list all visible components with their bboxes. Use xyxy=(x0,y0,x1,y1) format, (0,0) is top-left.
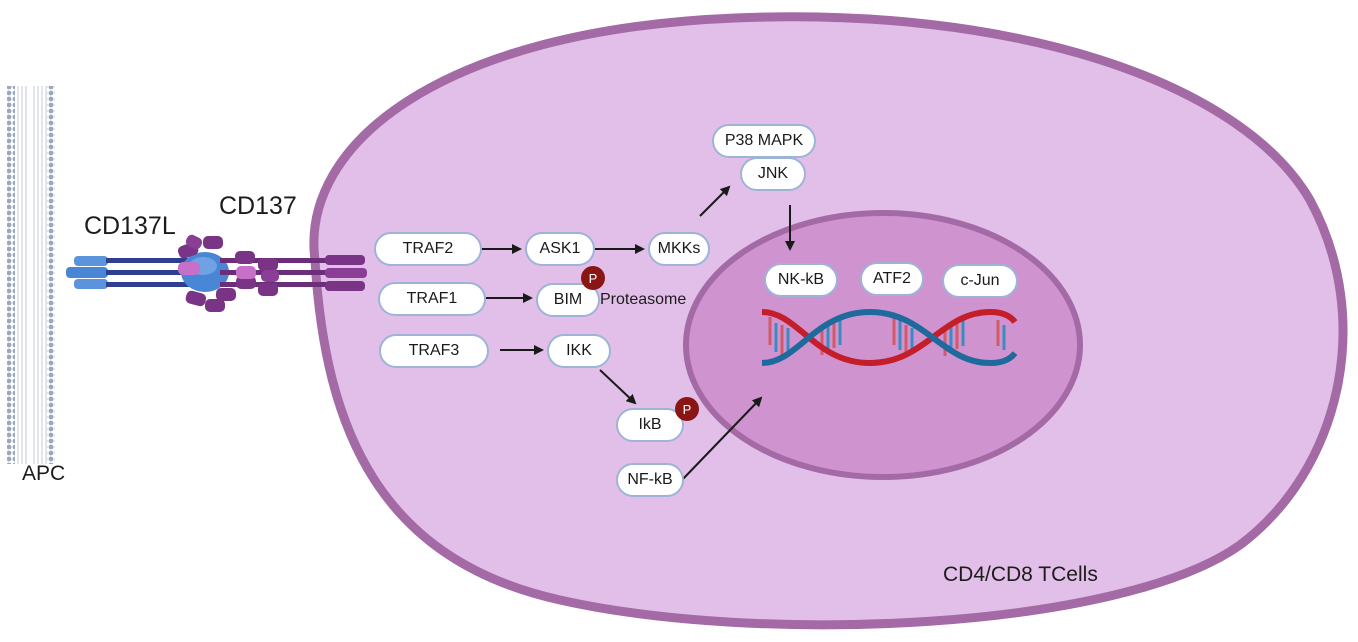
cd137l-label: CD137L xyxy=(84,212,176,240)
phospho-bim: P xyxy=(581,266,605,290)
node-traf3: TRAF3 xyxy=(379,334,489,368)
cell-type-label: CD4/CD8 TCells xyxy=(943,563,1098,586)
apc-label: APC xyxy=(22,462,66,485)
arrow-ikk-ikb xyxy=(599,369,637,405)
apc-membrane xyxy=(7,86,55,464)
nucleus xyxy=(683,210,1083,480)
node-traf2: TRAF2 xyxy=(374,232,482,266)
node-cjun: c-Jun xyxy=(942,264,1018,298)
node-atf2: ATF2 xyxy=(860,262,924,296)
node-mkks: MKKs xyxy=(648,232,710,266)
phospho-ikb: P xyxy=(675,397,699,421)
cd137-receptor-complex xyxy=(66,234,367,312)
node-jnk: JNK xyxy=(740,157,806,191)
arrow-mkks-p38 xyxy=(699,185,731,217)
node-p38mapk: P38 MAPK xyxy=(712,124,816,158)
node-traf1: TRAF1 xyxy=(378,282,486,316)
proteasome-label: Proteasome xyxy=(600,291,687,308)
node-ikk: IKK xyxy=(547,334,611,368)
cd137-label: CD137 xyxy=(219,192,297,220)
dna-helix xyxy=(761,308,1018,367)
node-nfkb: NF-kB xyxy=(616,463,684,497)
arrow-nfkb-nucleus xyxy=(681,396,763,481)
node-ask1: ASK1 xyxy=(525,232,595,266)
signal-arrows xyxy=(482,185,795,481)
node-nkkb-nuclear: NK-kB xyxy=(764,263,838,297)
node-ikb: IkB xyxy=(616,408,684,442)
